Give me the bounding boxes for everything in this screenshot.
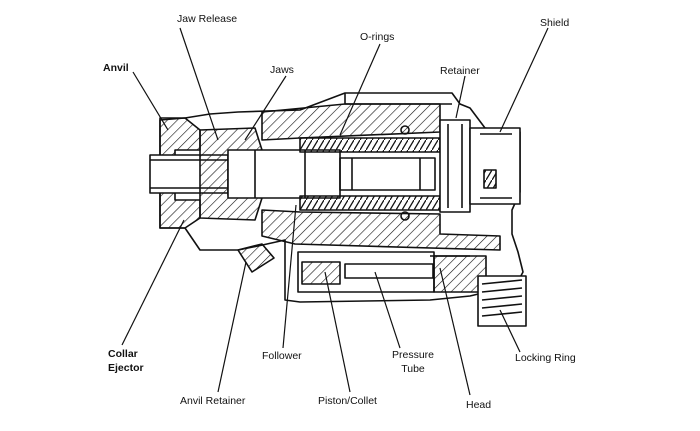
leader-anvil — [132, 71, 169, 131]
leader-follower — [282, 204, 297, 349]
leader-shield — [499, 27, 549, 133]
label-follower: Follower — [262, 350, 302, 362]
leader-lines — [121, 27, 549, 396]
label-collar: Collar — [108, 348, 138, 360]
head-top-edge — [344, 93, 452, 105]
lower-spring — [299, 195, 441, 211]
label-anvil-retainer: Anvil Retainer — [180, 395, 246, 407]
label-jaw-release: Jaw Release — [177, 13, 238, 25]
anvil — [159, 117, 201, 229]
label-locking-ring: Locking Ring — [515, 352, 576, 364]
label-head: Head — [466, 399, 492, 411]
label-tube: Tube — [401, 363, 425, 375]
screw-lower — [400, 211, 410, 221]
leader-jaws — [244, 75, 287, 141]
label-shield: Shield — [540, 17, 570, 29]
lower-body-wall — [261, 209, 501, 251]
pressure-tube — [344, 263, 434, 279]
anvil-retainer — [237, 243, 275, 273]
label-o-rings: O-rings — [360, 31, 395, 43]
leader-o-rings — [339, 43, 381, 136]
leader-jaw-release — [179, 27, 219, 141]
leader-collar-ejector — [121, 219, 185, 346]
retainer-ring — [439, 119, 471, 213]
label-retainer: Retainer — [440, 65, 480, 77]
upper-spring — [299, 137, 441, 153]
label-anvil: Anvil — [103, 62, 129, 74]
leader-head — [439, 267, 471, 396]
piston-collet — [301, 261, 341, 285]
locking-ring-threads — [481, 279, 523, 317]
shield-cap — [469, 127, 521, 205]
leader-pressure-tube — [374, 271, 401, 349]
knurl — [483, 169, 497, 189]
label-pressure: Pressure — [391, 349, 434, 361]
shaft-sleeve — [339, 157, 436, 191]
collet-shaft — [227, 149, 341, 199]
leader-anvil-retainer — [217, 261, 247, 393]
label-piston-collet: Piston/Collet — [318, 395, 377, 407]
leader-locking-ring — [499, 309, 521, 353]
screw-upper — [400, 125, 410, 135]
label-ejector: Ejector — [108, 362, 144, 374]
leader-piston-collet — [324, 271, 351, 393]
leader-retainer — [455, 75, 466, 119]
label-jaws: Jaws — [270, 64, 294, 76]
